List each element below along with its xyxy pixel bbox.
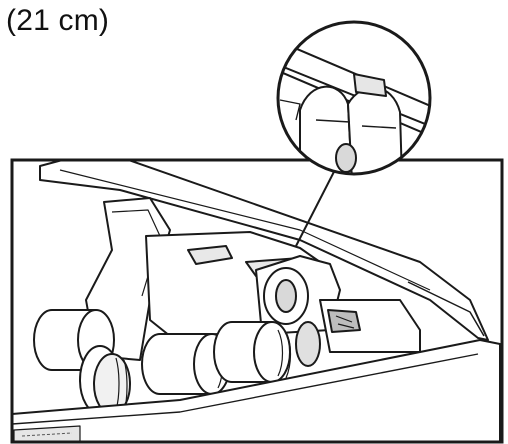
base-plate [12, 339, 501, 442]
magnified-detail-callout [276, 20, 432, 176]
open-cover [39, 160, 489, 341]
figure-frame [10, 158, 504, 444]
size-caption: (21 cm) [6, 4, 110, 37]
roller-assembly [33, 309, 321, 415]
callout-leader [295, 160, 341, 247]
printer-interior [12, 160, 502, 442]
